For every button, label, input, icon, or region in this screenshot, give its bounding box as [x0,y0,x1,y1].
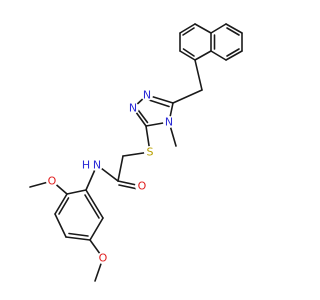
bond [210,23,227,34]
atom-label-n-triazole-methyl: N [165,116,173,129]
chemical-structure-diagram: N N N S O H N O O [29,23,243,282]
atom-label-layer: N N N S O H N O O [46,89,175,265]
bond [225,23,243,34]
atom-label-n-triazole-2: N [129,102,137,115]
bond [136,107,149,124]
bond [194,50,212,61]
atom-label-h-amide: H [82,159,90,172]
bond [226,27,240,36]
bond [68,232,89,237]
bond [226,48,240,57]
bond [146,98,170,108]
bond-layer [29,23,243,282]
bond [84,194,100,219]
atom-label-o-carbonyl: O [138,180,147,193]
bond [58,197,70,215]
bond [172,89,203,104]
bond [210,50,227,61]
bond [194,23,212,34]
atom-label-n-triazole-1: N [143,89,151,102]
bond [194,59,203,91]
bond [225,50,243,61]
atom-label-s-thioether: S [147,146,154,159]
bond [182,48,195,57]
bond [179,50,196,61]
bond [65,236,91,241]
bond [89,217,104,241]
bond [179,23,196,34]
bond [54,213,67,238]
bond [117,155,124,182]
bond [182,27,195,36]
atom-label-o-methoxy-ortho: O [48,175,57,188]
bond [54,193,68,215]
atom-label-n-amide: N [93,159,101,172]
bond [85,189,104,219]
atom-label-o-methoxy-meta: O [99,252,108,265]
bond [66,189,87,195]
